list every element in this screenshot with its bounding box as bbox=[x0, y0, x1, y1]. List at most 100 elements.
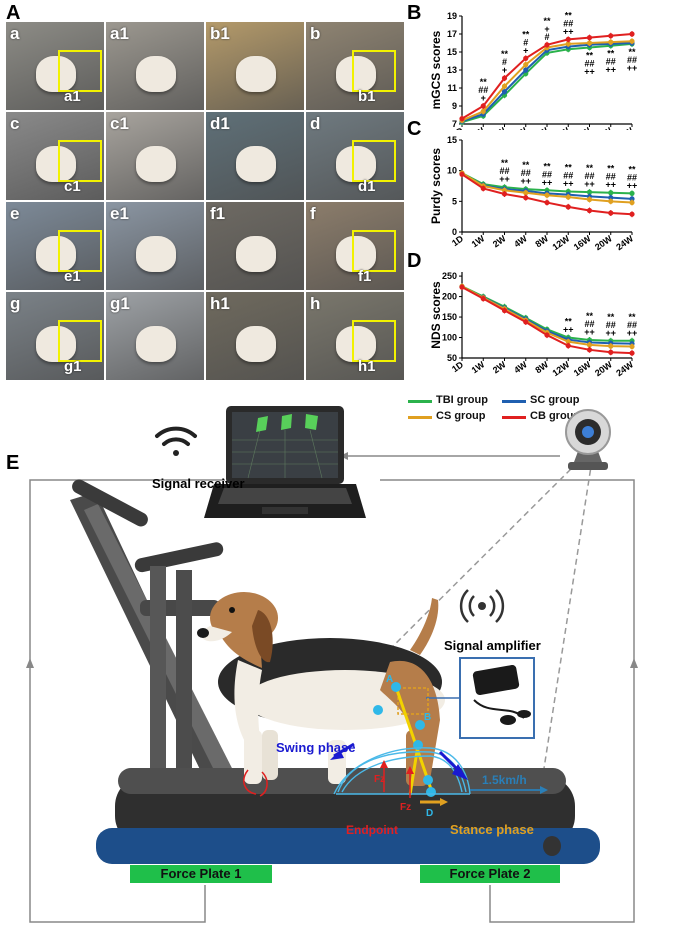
photo-tile-label: d bbox=[310, 114, 321, 133]
significance-marker: ## bbox=[563, 171, 573, 181]
x-tick-label: 8W bbox=[533, 359, 550, 375]
data-point bbox=[544, 199, 550, 206]
significance-marker: ++ bbox=[605, 328, 616, 338]
significance-marker: ## bbox=[584, 171, 594, 181]
paw-shape bbox=[136, 326, 176, 362]
data-point bbox=[629, 350, 635, 356]
photo-tile-h1: h1 bbox=[206, 292, 304, 380]
significance-marker: ** bbox=[480, 77, 488, 87]
significance-marker: + bbox=[481, 93, 486, 103]
paw-shape bbox=[36, 236, 76, 272]
photo-tile-label: b1 bbox=[210, 24, 230, 43]
data-point bbox=[523, 67, 529, 73]
data-point bbox=[501, 89, 508, 95]
photo-tile-label: h1 bbox=[210, 294, 230, 313]
x-tick-label: 16W bbox=[572, 359, 593, 378]
significance-marker: ** bbox=[522, 160, 530, 170]
highlight-box bbox=[352, 140, 396, 182]
data-point bbox=[480, 185, 486, 192]
photo-tile-label: b bbox=[310, 24, 321, 43]
x-tick-label: 8W bbox=[533, 125, 550, 130]
significance-marker: ++ bbox=[520, 176, 531, 186]
significance-marker: # bbox=[523, 37, 528, 47]
x-tick-label: 16W bbox=[572, 125, 593, 130]
x-tick-label: 1D bbox=[450, 125, 466, 130]
data-point bbox=[565, 343, 571, 349]
significance-marker: ++ bbox=[605, 65, 616, 75]
x-tick-label: 20W bbox=[593, 359, 614, 378]
significance-marker: ** bbox=[607, 312, 615, 322]
y-tick-label: 50 bbox=[447, 353, 457, 363]
photo-tile-label: a bbox=[10, 24, 20, 43]
significance-marker: ++ bbox=[584, 179, 595, 189]
data-point bbox=[629, 199, 635, 206]
y-axis-title: NDS scores bbox=[429, 281, 443, 349]
stance-phase-label: Stance phase bbox=[450, 822, 534, 837]
data-point bbox=[459, 171, 465, 177]
data-point bbox=[501, 83, 508, 89]
fz-label-2: Fz bbox=[400, 802, 411, 813]
paw-shape bbox=[236, 326, 276, 362]
data-point bbox=[586, 40, 593, 46]
x-tick-label: 1W bbox=[470, 125, 487, 130]
dog-illustration bbox=[197, 592, 445, 797]
setup-diagram: Signal receiver Signal amplifier Swing p… bbox=[26, 406, 638, 923]
y-tick-label: 15 bbox=[447, 135, 457, 145]
significance-marker: ## bbox=[584, 319, 594, 329]
photo-tile-b1: b1 bbox=[206, 22, 304, 110]
legend: TBI group SC group CS group CB group bbox=[408, 392, 584, 426]
x-tick-label: 8W bbox=[533, 233, 550, 249]
significance-marker: ## bbox=[584, 59, 594, 69]
photo-tile-f1: f1 bbox=[206, 202, 304, 290]
significance-marker: ** bbox=[522, 29, 530, 39]
wire-arrow-left bbox=[26, 658, 34, 668]
y-tick-label: 11 bbox=[447, 83, 457, 93]
photo-tile-g1: g1 bbox=[106, 292, 204, 380]
y-tick-label: 150 bbox=[442, 312, 457, 322]
highlight-box bbox=[58, 230, 102, 272]
photo-tile-label: c1 bbox=[110, 114, 129, 133]
photo-tile-label: d1 bbox=[210, 114, 230, 133]
paw-shape bbox=[136, 146, 176, 182]
photo-sub-label: a1 bbox=[64, 88, 81, 105]
significance-marker: ** bbox=[628, 164, 636, 174]
photo-tile-a1: a1 bbox=[106, 22, 204, 110]
data-point bbox=[480, 296, 486, 302]
force-plate-2: Force Plate 2 bbox=[420, 865, 560, 883]
y-tick-label: 17 bbox=[447, 29, 457, 39]
broadcast-icon bbox=[459, 589, 505, 623]
significance-marker: ## bbox=[627, 55, 637, 65]
significance-marker: ** bbox=[565, 10, 573, 20]
legend-label-sc: SC group bbox=[530, 394, 580, 406]
photo-sub-label: e1 bbox=[64, 268, 81, 285]
panel-letter-c: C bbox=[407, 118, 422, 140]
data-point bbox=[501, 75, 508, 81]
significance-marker: # bbox=[544, 32, 549, 42]
data-point bbox=[586, 35, 593, 41]
significance-marker: + bbox=[544, 24, 549, 34]
photo-tile-label: c bbox=[10, 114, 20, 133]
data-point bbox=[523, 190, 529, 196]
significance-marker: ## bbox=[521, 168, 531, 178]
x-tick-label: 24W bbox=[614, 359, 635, 378]
photo-sub-label: g1 bbox=[64, 358, 82, 375]
data-point bbox=[586, 196, 593, 203]
data-point bbox=[629, 196, 635, 202]
wiring-lines bbox=[29, 455, 635, 923]
y-tick-label: 7 bbox=[452, 119, 457, 129]
significance-marker: ** bbox=[501, 49, 509, 59]
significance-marker: ** bbox=[565, 163, 573, 173]
paw-shape bbox=[36, 56, 76, 92]
significance-marker: ** bbox=[501, 158, 509, 168]
paw-shape bbox=[236, 146, 276, 182]
photo-tile-d1: d1 bbox=[206, 112, 304, 200]
highlight-box bbox=[352, 320, 396, 362]
wire-arrow-right bbox=[630, 658, 638, 668]
signal-amplifier-label: Signal amplifier bbox=[444, 638, 541, 653]
paw-shape bbox=[236, 236, 276, 272]
swing-phase-label: Swing phase bbox=[276, 740, 355, 755]
significance-marker: ++ bbox=[563, 179, 574, 189]
significance-marker: + bbox=[523, 45, 528, 55]
